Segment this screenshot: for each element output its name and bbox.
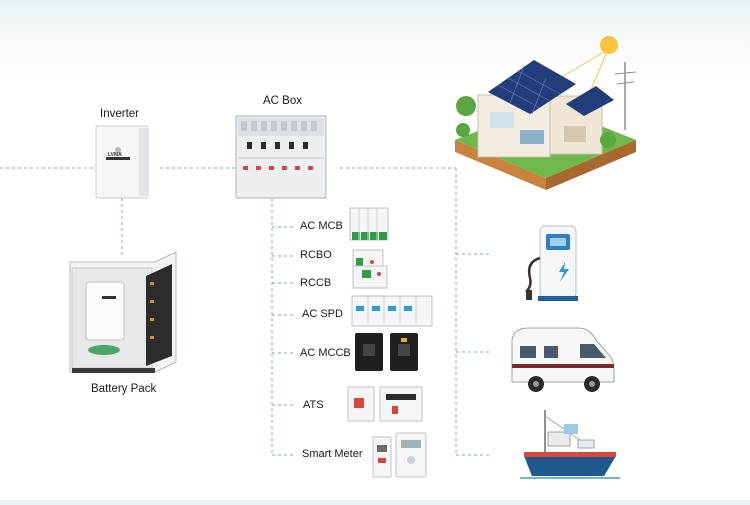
inverter-brand-label: LVMA — [108, 152, 122, 158]
smart-meter-icon — [372, 432, 427, 478]
rccb-icon — [352, 265, 388, 289]
camper-van-icon — [511, 327, 615, 392]
ac-box-icon — [235, 115, 327, 199]
connector-lines — [0, 167, 492, 456]
boat-icon — [520, 410, 620, 479]
ac-spd-icon — [351, 295, 433, 327]
ats-icon — [347, 386, 423, 422]
component-label-rccb: RCCB — [300, 277, 332, 289]
ac-mccb-icon — [355, 333, 418, 371]
component-label-ac-mccb: AC MCCB — [300, 347, 351, 359]
battery-pack-icon — [69, 251, 177, 373]
solar-house-icon — [455, 36, 637, 190]
component-label-ats: ATS — [303, 399, 324, 411]
component-label-rcbo: RCBO — [300, 249, 332, 261]
component-label-ac-mcb: AC MCB — [300, 220, 343, 232]
inverter-icon — [95, 125, 149, 199]
inverter-label: Inverter — [100, 108, 139, 120]
battery-pack-label: Battery Pack — [91, 383, 157, 395]
component-label-smart-meter: Smart Meter — [302, 448, 363, 460]
ac-box-label: AC Box — [263, 95, 302, 107]
ev-charger-icon — [525, 225, 578, 301]
component-label-ac-spd: AC SPD — [302, 308, 343, 320]
ac-mcb-icon — [349, 207, 389, 241]
